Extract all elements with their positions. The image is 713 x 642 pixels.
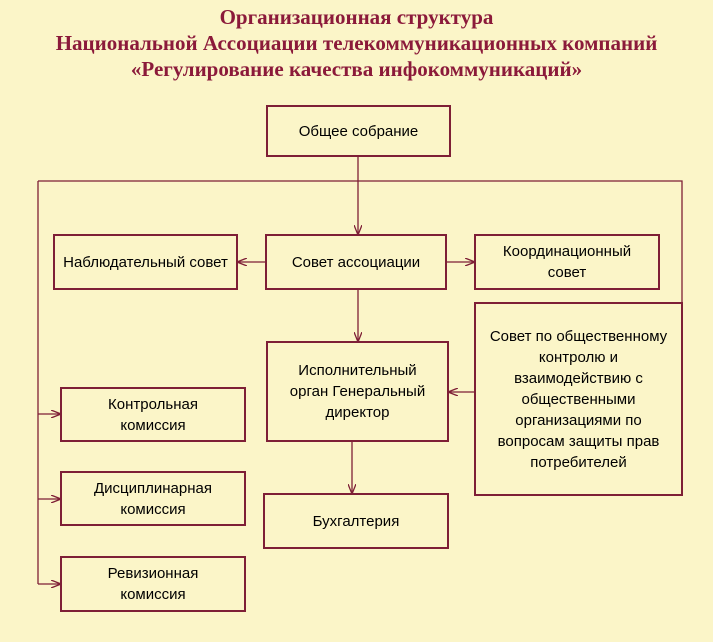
node-audit-commission: Ревизионная комиссия [60, 556, 246, 612]
node-label: Общее собрание [298, 122, 419, 140]
node-general-meeting: Общее собрание [266, 105, 451, 157]
node-coordination-council: Координационный совет [474, 234, 660, 290]
node-public-control-council: Совет по общественному контролю и взаимо… [474, 302, 683, 496]
title-line-1: Организационная структура [219, 5, 494, 29]
node-control-commission: Контрольная комиссия [60, 387, 246, 442]
node-executive-body: Исполнительный орган Генеральный директо… [266, 341, 449, 442]
node-supervisory-board: Наблюдательный совет [53, 234, 238, 290]
title-line-2: Национальной Ассоциации телекоммуникацио… [55, 31, 658, 55]
node-association-council: Совет ассоциации [265, 234, 447, 290]
node-label: Координационный совет [502, 243, 632, 281]
node-label: Дисциплинарная комиссия [94, 479, 212, 518]
node-label: Контрольная комиссия [108, 395, 198, 434]
node-label: Совет по общественному контролю и взаимо… [489, 327, 668, 471]
node-label: Совет ассоциации [291, 253, 421, 271]
node-label: Ревизионная комиссия [107, 565, 199, 603]
node-label: Наблюдательный совет [63, 253, 228, 271]
node-disciplinary-commission: Дисциплинарная комиссия [60, 471, 246, 526]
node-label: Исполнительный орган Генеральный директо… [289, 362, 426, 421]
diagram-title: Организационная структура Национальной А… [0, 4, 713, 82]
node-label: Бухгалтерия [312, 512, 400, 530]
title-line-3: «Регулирование качества инфокоммуникаций… [130, 57, 583, 81]
node-accounting: Бухгалтерия [263, 493, 449, 549]
edge-right-loop [358, 180, 683, 302]
